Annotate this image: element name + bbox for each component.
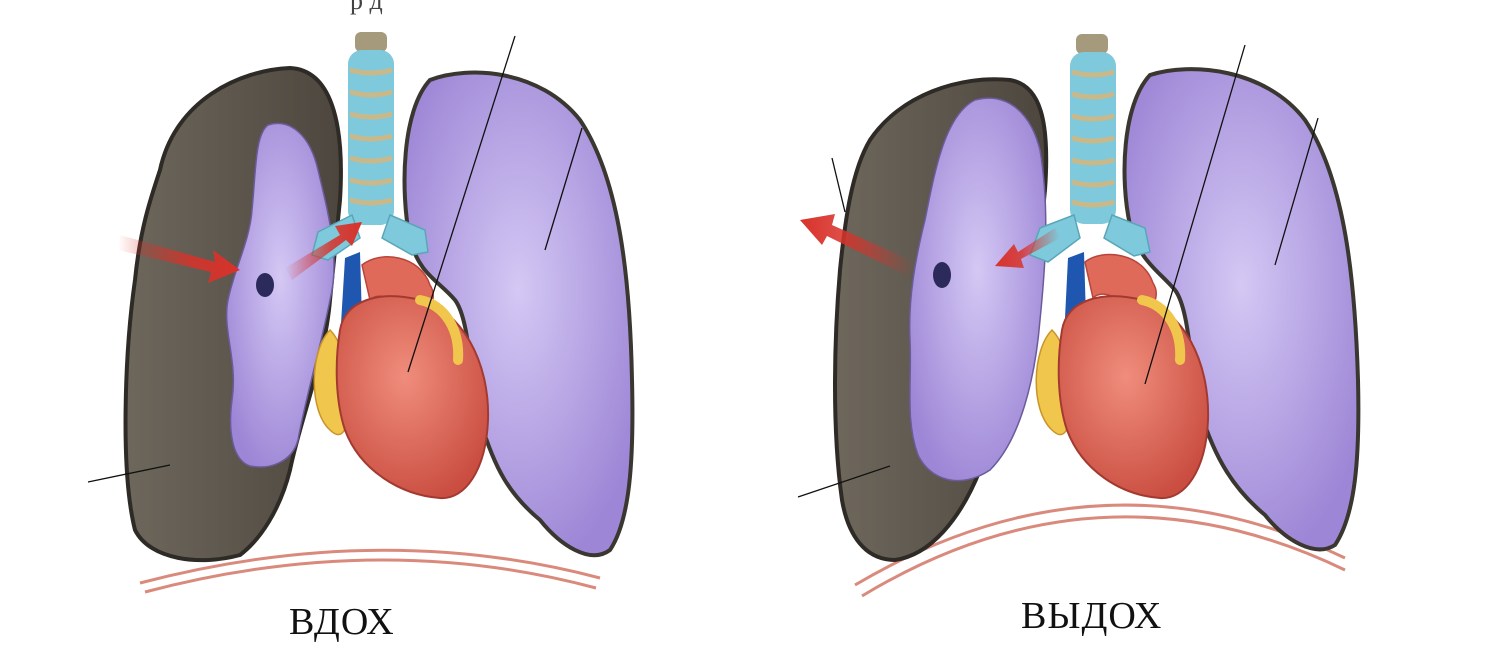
- inhale-caption: ВДОХ: [289, 600, 395, 644]
- exhale-panel: [798, 34, 1358, 596]
- bronchus-opening: [256, 273, 274, 297]
- exhale-caption: ВЫДОХ: [1021, 594, 1162, 638]
- bronchus-opening: [933, 262, 951, 288]
- diaphragm-line: [145, 560, 596, 592]
- inhale-panel: [88, 32, 632, 592]
- label-pointer: [832, 158, 845, 212]
- top-text-fragment: р д: [350, 0, 383, 16]
